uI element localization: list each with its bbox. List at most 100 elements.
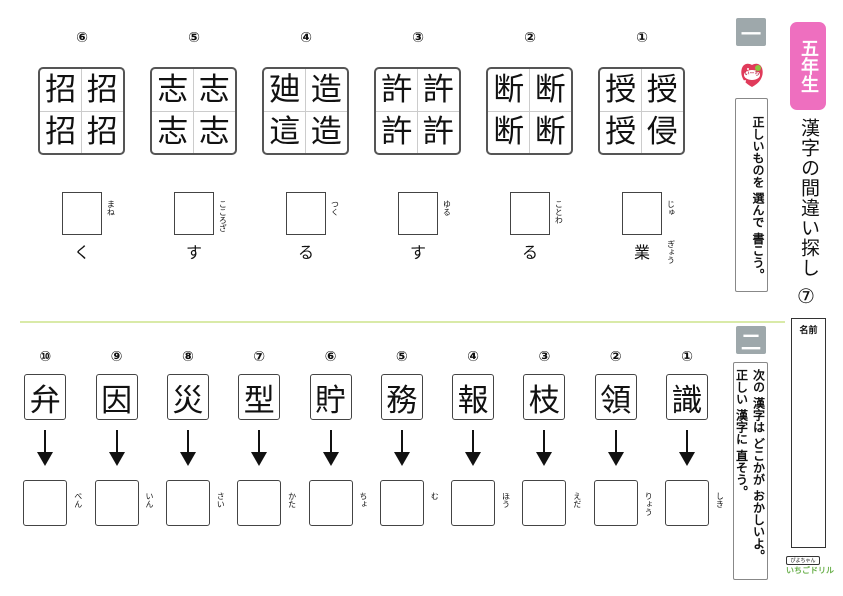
instruction-line-1: 次の 漢字は どこかが おかしいよ。 xyxy=(751,369,766,562)
furigana: じゅ xyxy=(666,200,676,216)
furigana: りょう xyxy=(644,492,654,516)
okurigana: す xyxy=(409,243,426,262)
furigana: かた xyxy=(287,492,297,508)
kanji-choice-grid: 許許許許 xyxy=(374,67,461,155)
logo-top: ぴよちゃん xyxy=(786,556,820,565)
kanji-choice[interactable]: 授 xyxy=(646,71,678,108)
kanji-choice-grid: 断断断断 xyxy=(486,67,573,155)
kanji-choice-grid: 廸造這造 xyxy=(262,67,349,155)
down-arrow-icon xyxy=(536,452,553,466)
item-number: ⑥ xyxy=(76,30,88,46)
item-number: ① xyxy=(681,349,693,365)
furigana: さい xyxy=(216,492,226,508)
answer-box[interactable] xyxy=(286,192,326,235)
kanji-choice[interactable]: 這 xyxy=(269,113,301,150)
incorrect-kanji: 枝 xyxy=(523,374,566,420)
arrow-shaft xyxy=(258,430,261,454)
furigana: ゆる xyxy=(442,200,452,216)
incorrect-kanji: 因 xyxy=(95,374,138,420)
answer-box[interactable] xyxy=(398,192,438,235)
answer-box[interactable] xyxy=(593,480,638,526)
item-number: ⑤ xyxy=(395,349,408,365)
after-furigana: ぎょう xyxy=(666,240,676,264)
arrow-shaft xyxy=(614,430,617,454)
furigana: つく xyxy=(330,200,340,216)
kanji-choice[interactable]: 志 xyxy=(198,113,230,150)
kanji-choice[interactable]: 志 xyxy=(157,113,189,150)
kanji-choice[interactable]: 造 xyxy=(310,71,342,108)
arrow-shaft xyxy=(472,430,475,454)
item-number: ⑧ xyxy=(181,349,194,365)
furigana: いん xyxy=(144,492,154,508)
kanji-choice[interactable]: 招 xyxy=(86,113,118,150)
answer-box[interactable] xyxy=(451,480,496,526)
arrow-shaft xyxy=(400,430,403,454)
down-arrow-icon xyxy=(37,452,54,466)
kanji-choice-grid: 招招招招 xyxy=(38,67,125,155)
kanji-choice[interactable]: 授 xyxy=(605,71,637,108)
name-field[interactable]: 名前 xyxy=(791,318,826,548)
section-divider xyxy=(20,321,785,323)
kanji-choice[interactable]: 侵 xyxy=(646,113,678,150)
kanji-choice[interactable]: 断 xyxy=(493,71,525,108)
furigana: ほう xyxy=(501,492,511,508)
furigana: べん xyxy=(73,492,83,508)
kanji-choice[interactable]: 造 xyxy=(310,113,342,150)
okurigana: く xyxy=(73,243,90,262)
answer-box[interactable] xyxy=(94,480,139,526)
worksheet-title: 漢字の間違い探し xyxy=(798,118,820,278)
section-2-instruction: 次の 漢字は どこかが おかしいよ。 正しい 漢字に 直そう。 xyxy=(733,362,768,580)
kanji-choice[interactable]: 招 xyxy=(45,113,77,150)
arrow-shaft xyxy=(686,430,688,454)
answer-box[interactable] xyxy=(174,192,214,235)
answer-box[interactable] xyxy=(522,480,567,526)
incorrect-kanji: 識 xyxy=(666,374,708,420)
item-number: ④ xyxy=(467,349,480,365)
kanji-choice[interactable]: 廸 xyxy=(269,71,301,108)
kanji-choice[interactable]: 断 xyxy=(534,113,566,150)
answer-box[interactable] xyxy=(622,192,662,235)
kanji-choice[interactable]: 断 xyxy=(493,113,525,150)
section-1-badge: 一 xyxy=(736,18,766,46)
item-number: ⑤ xyxy=(188,30,200,46)
item-number: ③ xyxy=(412,30,424,46)
item-number: ④ xyxy=(300,30,312,46)
kanji-choice[interactable]: 許 xyxy=(422,113,454,150)
incorrect-kanji: 貯 xyxy=(309,374,352,420)
logo: ぴよちゃん いちごドリル xyxy=(786,556,834,576)
answer-box[interactable] xyxy=(23,480,68,526)
kanji-choice[interactable]: 許 xyxy=(381,113,413,150)
kanji-choice[interactable]: 許 xyxy=(422,71,454,108)
item-number: ⑦ xyxy=(253,349,266,365)
incorrect-kanji: 務 xyxy=(380,374,423,420)
section-1-instruction: 正しいものを 選んで 書こう。 xyxy=(735,98,768,292)
kanji-choice[interactable]: 招 xyxy=(86,71,118,108)
incorrect-kanji: 災 xyxy=(166,374,209,420)
incorrect-kanji: 領 xyxy=(594,374,637,420)
down-arrow-icon xyxy=(251,452,268,466)
kanji-choice[interactable]: 断 xyxy=(534,71,566,108)
down-arrow-icon xyxy=(393,452,410,466)
logo-text: いちごドリル xyxy=(786,566,834,575)
furigana: まね xyxy=(106,200,116,216)
okurigana: す xyxy=(185,243,202,262)
down-arrow-icon xyxy=(179,452,196,466)
kanji-choice-grid: 志志志志 xyxy=(150,67,237,155)
strawberry-icon: いーち xyxy=(739,60,765,88)
item-number: ② xyxy=(609,349,622,365)
answer-box[interactable] xyxy=(510,192,550,235)
furigana: ことわ xyxy=(554,200,564,224)
answer-box[interactable] xyxy=(379,480,424,526)
kanji-choice[interactable]: 許 xyxy=(381,71,413,108)
answer-box[interactable] xyxy=(665,480,709,526)
kanji-choice[interactable]: 授 xyxy=(605,113,637,150)
kanji-choice[interactable]: 志 xyxy=(157,71,189,108)
answer-box[interactable] xyxy=(308,480,353,526)
answer-box[interactable] xyxy=(165,480,210,526)
furigana: む xyxy=(430,492,440,500)
item-number: ① xyxy=(636,30,648,46)
answer-box[interactable] xyxy=(237,480,282,526)
answer-box[interactable] xyxy=(62,192,102,235)
kanji-choice[interactable]: 志 xyxy=(198,71,230,108)
kanji-choice[interactable]: 招 xyxy=(45,71,77,108)
